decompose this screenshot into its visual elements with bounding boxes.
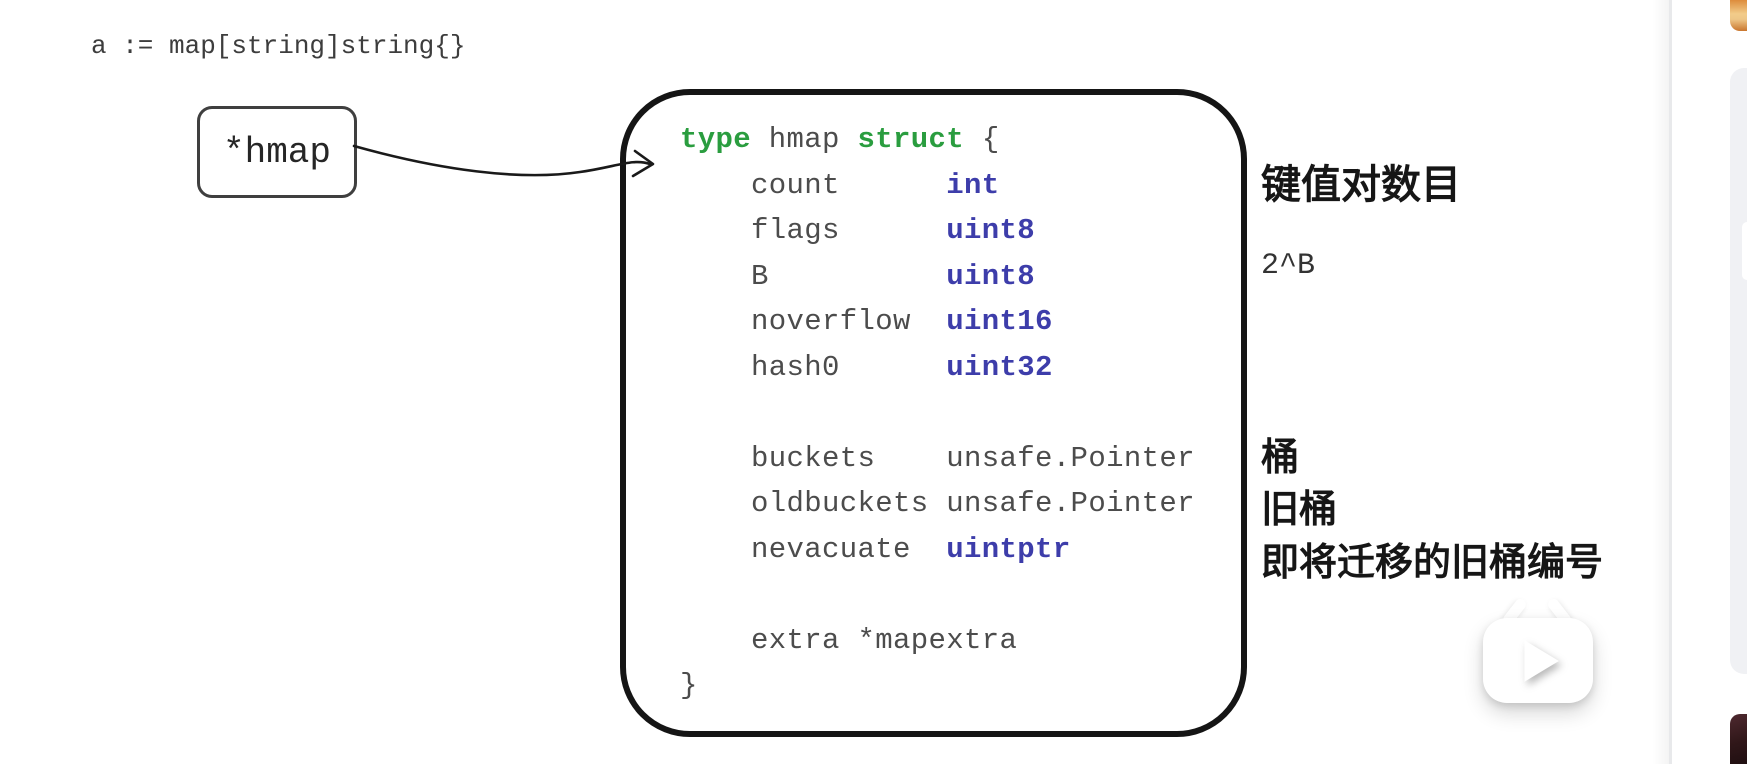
hmap-struct-code: type hmap struct { count int flags uint8… xyxy=(680,117,1195,709)
field-annotation: 旧桶 xyxy=(1261,486,1338,531)
code-line: noverflow uint16 xyxy=(680,305,1053,338)
sidebar-card[interactable] xyxy=(1730,68,1747,674)
field-annotation: 桶 xyxy=(1261,434,1300,479)
hmap-struct-box xyxy=(620,89,1247,737)
code-line: nevacuate uintptr xyxy=(680,532,1071,566)
tv-play-icon xyxy=(1519,638,1561,684)
sidebar-thumbnail-dark[interactable] xyxy=(1730,714,1747,764)
hmap-pointer-box: *hmap xyxy=(197,106,357,198)
map-declaration-text: a := map[string]string{} xyxy=(91,31,466,61)
scrollbar-thumb[interactable] xyxy=(1742,222,1747,280)
field-annotation: 2^B xyxy=(1261,249,1316,283)
code-line: flags uint8 xyxy=(680,214,1036,247)
field-annotation: 键值对数目 xyxy=(1261,161,1461,208)
code-line: buckets unsafe.Pointer xyxy=(680,441,1195,475)
sidebar-divider xyxy=(1669,0,1672,764)
code-line: type hmap struct { xyxy=(680,123,1000,156)
hmap-pointer-label: *hmap xyxy=(222,131,332,173)
code-line: hash0 uint32 xyxy=(680,350,1053,384)
code-line: B uint8 xyxy=(680,259,1036,293)
code-line: } xyxy=(680,669,698,702)
field-annotation: 即将迁移的旧桶编号 xyxy=(1261,539,1604,584)
code-line: extra *mapextra xyxy=(680,623,1018,657)
code-line: oldbuckets unsafe.Pointer xyxy=(680,487,1195,520)
sidebar-thumbnail-orange[interactable] xyxy=(1730,0,1747,31)
player-edge-shadow xyxy=(1652,0,1669,764)
tv-play-button[interactable] xyxy=(1482,596,1594,707)
code-line xyxy=(680,390,1195,436)
code-line: count int xyxy=(680,168,1000,202)
code-line xyxy=(680,572,1195,618)
